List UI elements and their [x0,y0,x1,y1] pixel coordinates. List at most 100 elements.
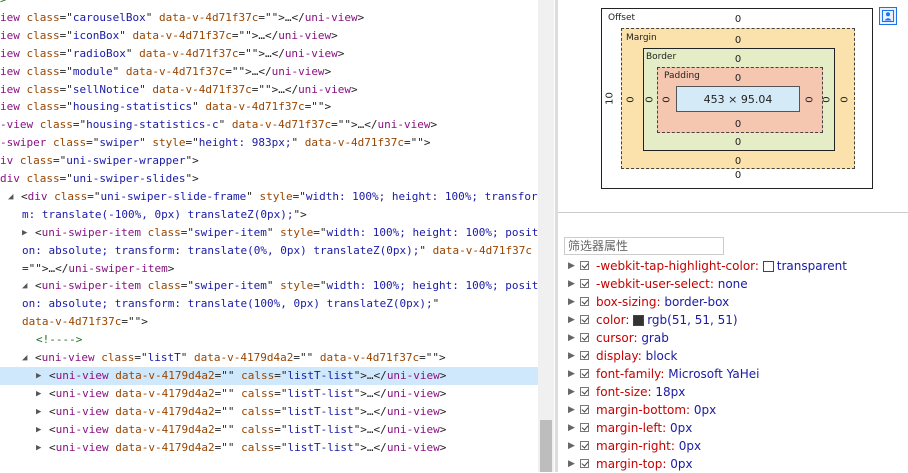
markup-token: on: absolute; transform: translate(100%,… [22,297,433,311]
tree-node-markup: > [0,0,7,9]
expand-triangle-icon[interactable]: ▶ [568,315,575,325]
expand-triangle-icon[interactable]: ▶ [36,406,42,417]
markup-token: =" [180,279,194,293]
markup-token: ="" [293,351,320,364]
expand-triangle-icon[interactable]: ▶ [22,227,28,238]
offset-bottom-value[interactable]: 0 [734,170,742,181]
color-swatch[interactable] [633,315,645,326]
expand-triangle-icon[interactable]: ▶ [568,387,575,397]
markup-token: calss [241,422,275,436]
tree-scrollbar[interactable] [538,0,554,472]
panel-splitter[interactable] [555,0,558,472]
expand-triangle-icon[interactable]: ▶ [568,261,575,271]
markup-token: ">…</ [353,386,387,400]
border-left-value[interactable]: 0 [644,96,656,103]
margin-left-value[interactable]: 0 [625,96,637,103]
filter-properties-input[interactable] [564,237,724,255]
property-value: Microsoft YaHei [668,367,760,381]
markup-token: =""> [304,100,332,114]
property-text: cursor: grab [596,329,669,347]
border-bottom-value[interactable]: 0 [734,137,742,148]
markup-token: =""> [404,136,431,150]
expand-triangle-icon[interactable]: ▶ [36,370,42,381]
markup-token: " [119,28,133,42]
collapse-triangle-icon[interactable]: ◢ [22,281,28,292]
property-name: margin-right: [596,439,679,453]
tree-node-markup: <uni-view data-v-4179d4a2="" calss="list… [49,403,446,421]
border-top-value[interactable]: 0 [734,54,742,65]
property-checkbox[interactable] [580,441,589,450]
expand-triangle-icon[interactable]: ▶ [568,441,575,451]
property-checkbox[interactable] [580,369,589,378]
padding-right-value[interactable]: 0 [804,96,816,103]
color-swatch[interactable] [762,261,774,272]
markup-token: < [49,404,56,418]
property-value: rgb(51, 51, 51) [647,313,738,327]
tree-scrollbar-thumb[interactable] [540,420,552,472]
box-model-content[interactable]: 453 × 95.04 [676,86,800,112]
markup-token: calss [241,404,275,418]
property-value: 0px [670,457,693,471]
property-checkbox[interactable] [580,261,589,270]
markup-token: uni-view [55,440,116,454]
markup-token: class [39,118,73,132]
markup-token: > [439,386,447,400]
margin-top-value[interactable]: 0 [734,35,742,46]
padding-bottom-value[interactable]: 0 [734,119,742,130]
expand-triangle-icon[interactable]: ▶ [568,297,575,307]
property-checkbox[interactable] [580,315,589,324]
property-text: color: rgb(51, 51, 51) [596,311,738,329]
dock-toggle-button[interactable] [879,7,897,25]
expand-triangle-icon[interactable]: ▶ [568,279,575,289]
markup-token: uni-swiper-item [41,279,148,293]
border-right-value[interactable]: 0 [821,96,833,103]
expand-triangle-icon[interactable]: ▶ [568,423,575,433]
margin-right-value[interactable]: 0 [839,96,851,103]
property-checkbox[interactable] [580,423,589,432]
expand-triangle-icon[interactable]: ▶ [36,388,42,399]
markup-token: listT-list [287,404,354,418]
markup-token: ="" [214,386,242,400]
tree-node-markup: iew class="iconBox" data-v-4d71f37c="">…… [0,27,338,45]
markup-token: class [26,28,60,42]
markup-token: =" [313,225,327,239]
property-checkbox[interactable] [580,333,589,342]
markup-token: data-v-4d71f37c [231,118,332,132]
padding-left-value[interactable]: 0 [661,96,673,103]
property-text: box-sizing: border-box [596,293,729,311]
margin-bottom-value[interactable]: 0 [734,156,742,167]
offset-top-value[interactable]: 0 [734,14,742,25]
markup-token: " [291,136,305,150]
tree-node-selected[interactable]: ▶<uni-view data-v-4179d4a2="" calss="lis… [0,366,538,385]
markup-token: " [145,10,159,24]
expand-triangle-icon[interactable]: ▶ [568,369,575,379]
collapse-triangle-icon[interactable]: ◢ [8,191,14,202]
property-checkbox[interactable] [580,387,589,396]
tree-node-markup: <uni-view data-v-4179d4a2="" calss="list… [49,385,446,403]
property-checkbox[interactable] [580,405,589,414]
markup-token: data-v-4179d4a2 [115,440,215,454]
property-checkbox[interactable] [580,297,589,306]
padding-top-value[interactable]: 0 [734,73,742,84]
property-text: font-size: 18px [596,383,685,401]
expand-triangle-icon[interactable]: ▶ [568,459,575,469]
property-checkbox[interactable] [580,459,589,468]
markup-token: =" [59,64,73,78]
expand-triangle-icon[interactable]: ▶ [568,333,575,343]
offset-left-value[interactable]: 10 [604,92,616,105]
markup-token: < [49,440,56,454]
property-checkbox[interactable] [580,351,589,360]
expand-triangle-icon[interactable]: ▶ [36,442,42,453]
expand-triangle-icon[interactable]: ▶ [568,351,575,361]
markup-token: < [35,225,42,239]
property-name: margin-bottom: [596,403,694,417]
elements-tree[interactable]: >iew class="carouselBox" data-v-4d71f37c… [0,0,538,472]
markup-token: uni-swiper-item [41,225,148,239]
property-value: grab [641,331,669,345]
property-checkbox[interactable] [580,279,589,288]
collapse-triangle-icon[interactable]: ◢ [22,353,28,363]
expand-triangle-icon[interactable]: ▶ [568,405,575,415]
markup-token: class [19,154,53,168]
markup-token: width: 100%; height: 100%; positi [326,225,538,239]
expand-triangle-icon[interactable]: ▶ [36,424,42,435]
